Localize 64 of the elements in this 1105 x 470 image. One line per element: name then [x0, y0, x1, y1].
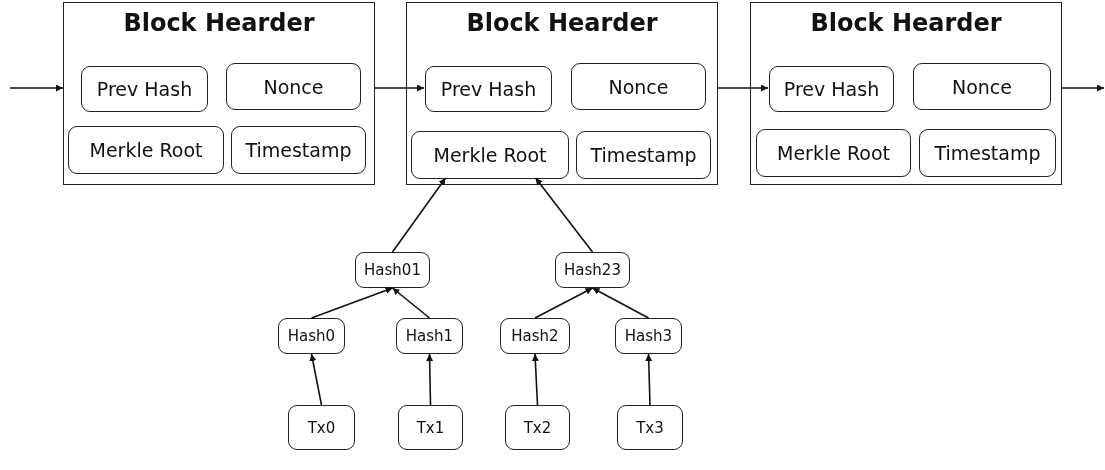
tree-node-box	[355, 252, 430, 288]
tree-node-box	[555, 252, 630, 288]
tree-node-box	[505, 405, 570, 450]
field-box	[68, 126, 224, 174]
node-label: Hash2	[511, 327, 559, 345]
field-box	[231, 126, 366, 174]
arrow	[9, 84, 64, 92]
node-label: Prev Hash	[440, 78, 537, 100]
tree-node-box	[615, 318, 682, 354]
field-box	[81, 66, 208, 112]
node-label: Nonce	[263, 75, 324, 98]
node-label: Nonce	[952, 75, 1012, 98]
arrow	[591, 287, 650, 319]
node-label: Block Hearder	[123, 9, 315, 37]
node-label: Hash23	[564, 261, 621, 279]
arrow	[534, 177, 594, 253]
field-box	[919, 129, 1056, 177]
node-label: Timestamp	[590, 144, 697, 166]
tree-node-box	[398, 405, 463, 450]
field-box	[756, 129, 911, 177]
node-label: Tx2	[523, 418, 552, 437]
tree-node-box	[500, 318, 570, 354]
field-box	[411, 131, 569, 179]
node-label: Hash1	[405, 327, 454, 345]
node-label: Tx0	[307, 418, 336, 437]
arrow	[645, 353, 653, 406]
node-label: Nonce	[608, 75, 669, 98]
node-label: Tx3	[636, 418, 664, 437]
tree-node-box	[396, 318, 463, 354]
node-label: Merkle Root	[777, 142, 890, 164]
node-label: Timestamp	[245, 139, 352, 161]
field-box	[913, 63, 1051, 110]
node-label: Tx1	[416, 418, 445, 437]
arrow	[309, 353, 323, 406]
arrow	[310, 287, 394, 319]
node-label: Hash3	[624, 327, 673, 345]
field-box	[226, 63, 361, 110]
tree-node-box	[278, 318, 345, 354]
field-box	[425, 66, 552, 112]
arrow	[717, 84, 769, 92]
block-header-box	[406, 2, 718, 185]
tree-node-box	[288, 405, 355, 450]
field-box	[576, 131, 711, 179]
node-label: Timestamp	[934, 142, 1041, 164]
arrow	[531, 353, 539, 406]
node-label: Block Hearder	[466, 9, 658, 37]
node-label: Block Hearder	[810, 9, 1002, 37]
arrow	[391, 177, 447, 253]
arrow	[1061, 84, 1105, 92]
tree-node-box	[617, 405, 683, 450]
node-label: Hash0	[287, 327, 336, 345]
arrow	[426, 353, 434, 406]
arrow	[534, 287, 594, 319]
field-box	[769, 66, 894, 112]
node-label: Merkle Root	[89, 139, 203, 161]
block-header-box	[63, 2, 375, 185]
node-label: Prev Hash	[96, 78, 193, 100]
block-header-box	[750, 2, 1062, 185]
arrow	[391, 287, 431, 319]
arrow	[374, 84, 425, 92]
node-label: Prev Hash	[783, 78, 880, 100]
node-label: Hash01	[364, 261, 421, 279]
node-label: Merkle Root	[433, 144, 547, 166]
field-box	[571, 63, 706, 110]
